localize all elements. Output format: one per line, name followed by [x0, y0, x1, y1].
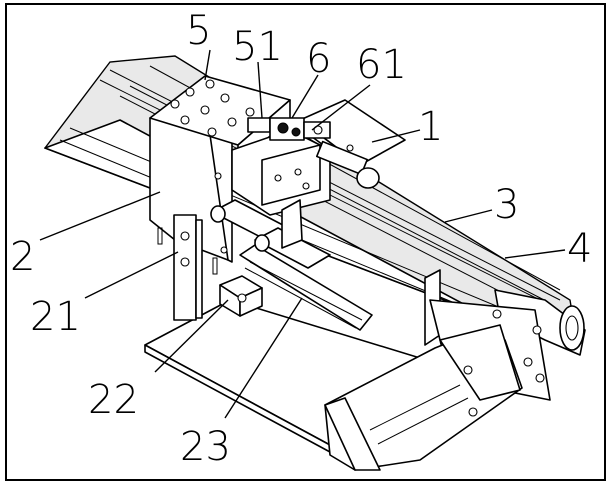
belt-housing	[494, 289, 586, 356]
callout-23: 23	[180, 424, 231, 470]
callout-6: 6	[306, 36, 331, 82]
guide-cylinder	[239, 244, 373, 331]
callout-2: 2	[10, 234, 35, 280]
callout-51: 51	[232, 24, 283, 70]
drawing-frame	[5, 3, 606, 481]
callout-61: 61	[356, 42, 407, 88]
callout-1: 1	[418, 104, 443, 150]
sensor-block	[219, 275, 263, 317]
callout-5: 5	[186, 8, 211, 54]
callout-21: 21	[30, 294, 81, 340]
slide-block	[231, 117, 356, 216]
callout-3: 3	[494, 182, 519, 228]
guide-rods	[210, 199, 331, 269]
drive-motor	[324, 324, 533, 471]
callout-22: 22	[88, 377, 139, 423]
roller-shaft	[315, 140, 380, 189]
callout-labels: 5 51 6 61 1 3 4 2 21 22 23	[10, 8, 592, 470]
vertical-post	[157, 214, 218, 321]
leader-lines	[39, 49, 566, 419]
callout-4: 4	[567, 226, 592, 272]
